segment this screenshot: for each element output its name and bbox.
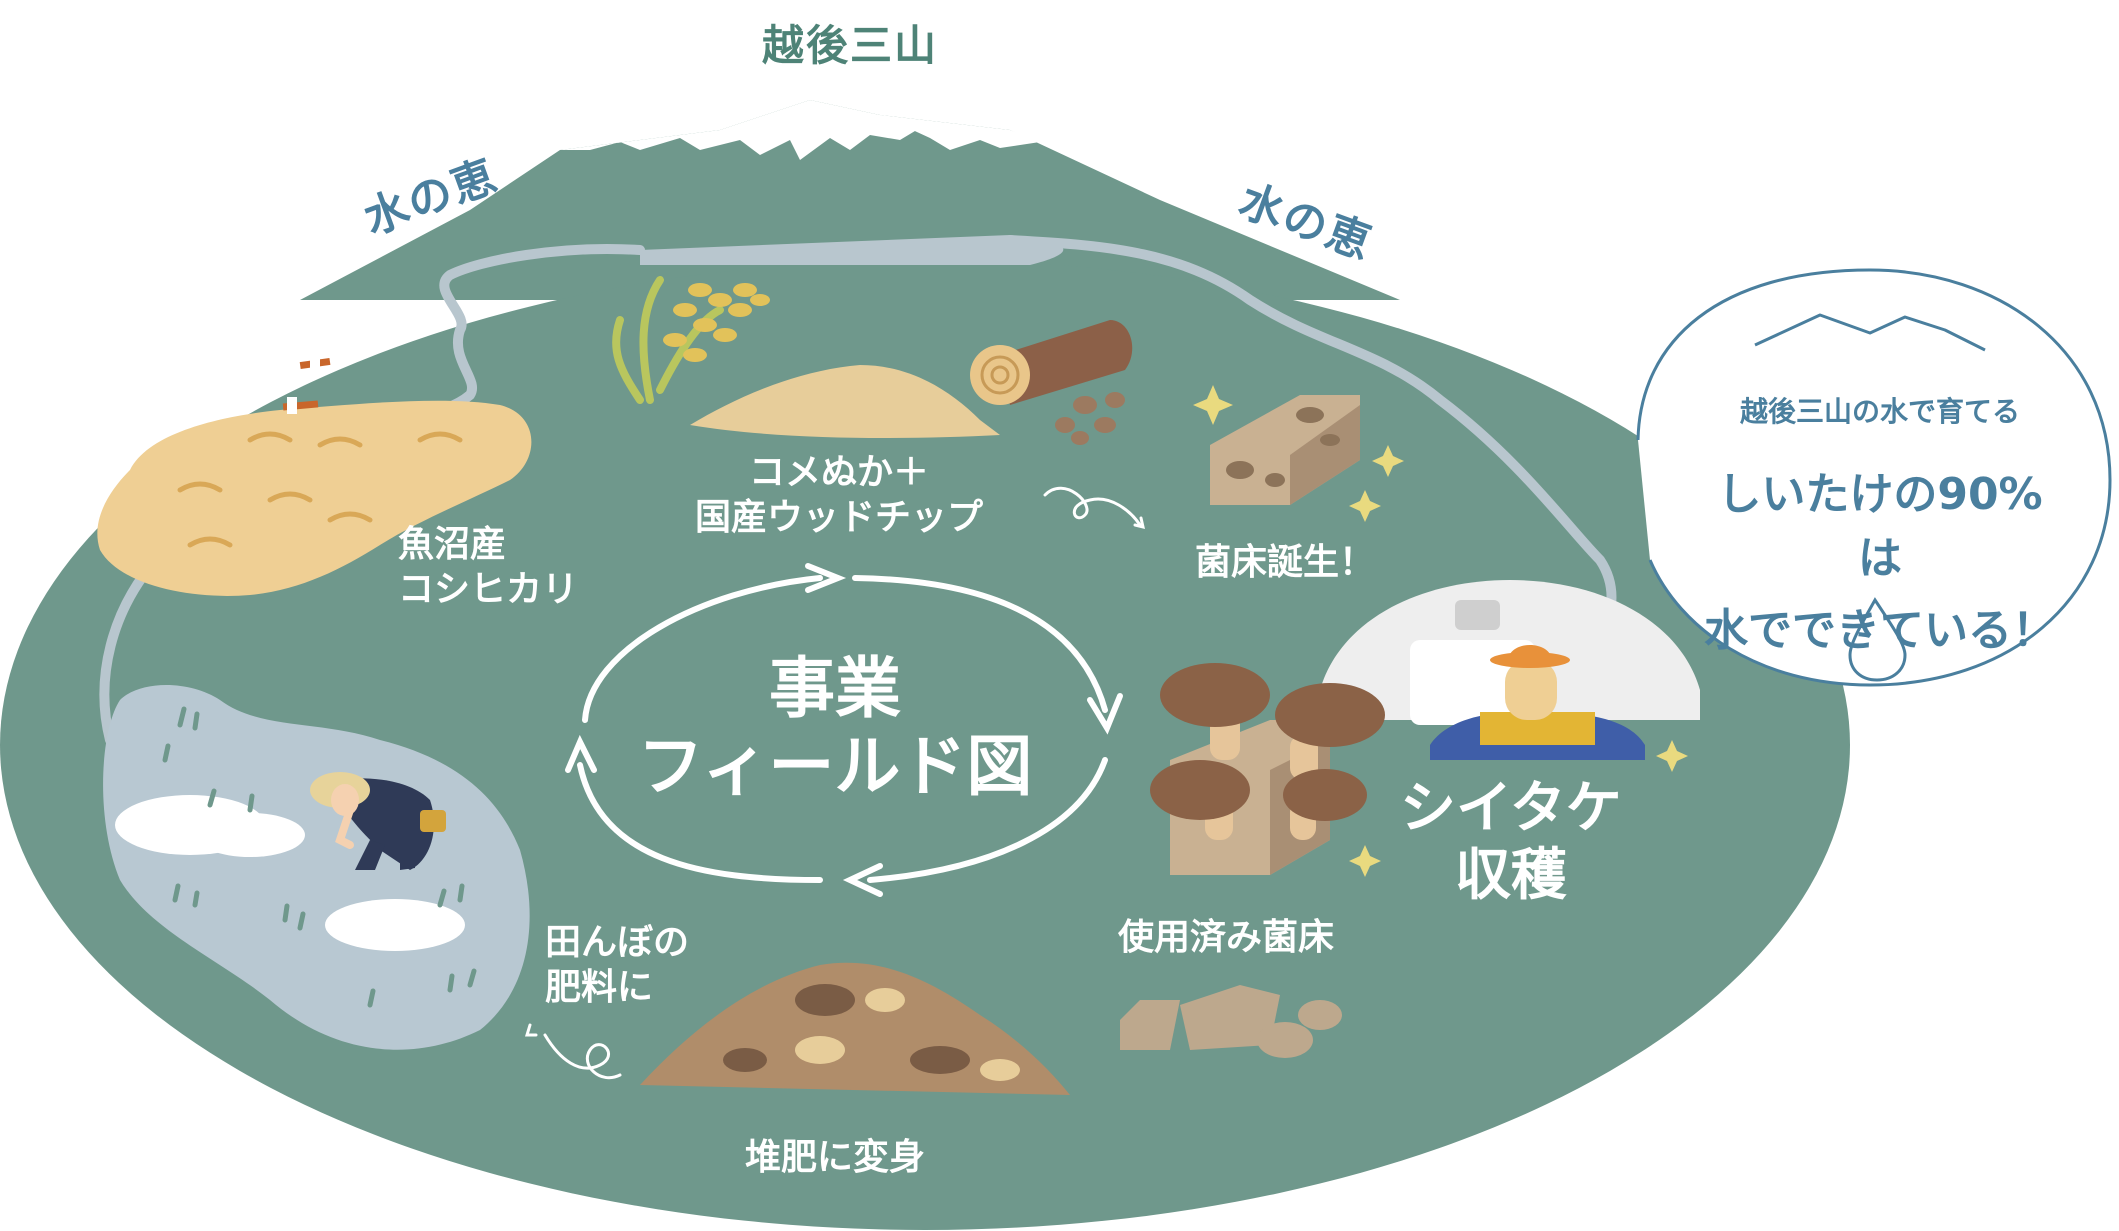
label-harvest: シイタケ 収穫 [1400,775,1622,909]
small-arrow-icon [524,486,1145,1080]
info-circle [1636,268,2112,687]
label-rice-line1: 魚沼産 [398,524,507,565]
water-note-line2: しいたけの90%は [1717,469,2043,584]
label-compost: 堆肥に変身 [745,1137,926,1178]
center-title: 事業 フィールド図 [620,650,1050,806]
label-bran-line2: 国産ウッドチップ [695,497,984,538]
water-note: 越後三山の水で育てる しいたけの90%は 水でできている！ [1700,390,2060,658]
label-rice-line2: コシヒカリ [398,569,579,610]
label-bran: コメぬか＋ 国産ウッドチップ [695,450,983,540]
label-used: 使用済み菌床 [1118,917,1335,958]
mountain-label: 越後三山 [762,21,939,70]
label-bed: 菌床誕生！ [1195,542,1376,583]
label-fertilizer: 田んぼの 肥料に [545,920,689,1010]
water-note-line3: 水でできている！ [1704,605,2056,656]
center-title-line1: 事業 [769,650,901,727]
shiitake-icon [1150,663,1385,875]
center-title-line2: フィールド図 [637,727,1033,805]
harvester-icon [1430,645,1645,760]
compost-icon [640,962,1070,1095]
sparkle-icon [1193,385,1688,877]
label-rice: 魚沼産 コシヒカリ [398,522,578,612]
rice-bran-pile [690,365,1000,438]
log-icon [970,320,1133,445]
label-harvest-line1: シイタケ [1400,776,1622,841]
label-bran-line1: コメぬか＋ [749,452,930,493]
label-fertilizer-line1: 田んぼの [545,922,690,963]
used-bed-icon [1120,985,1342,1058]
cycle-arrow-icon [565,563,1123,897]
rice-plant-icon [612,276,770,404]
rice-paddy [103,685,530,1050]
water-drop-icon [1848,597,1907,682]
mountain-icon [1754,313,1986,352]
water-note-line1: 越後三山の水で育てる [1739,395,2020,428]
rice-field [97,355,532,596]
mushroom-bed-icon [1210,395,1360,505]
label-fertilizer-line2: 肥料に [545,967,654,1008]
label-harvest-line2: 収穫 [1454,843,1567,909]
farmer-icon [310,772,446,870]
